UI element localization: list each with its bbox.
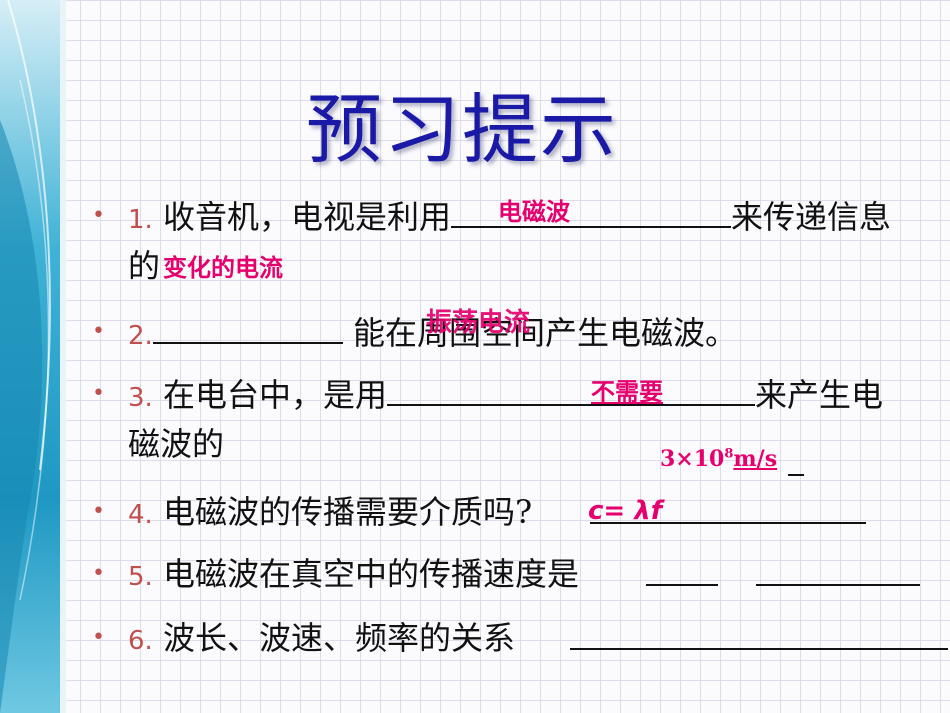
item-text: 来产生电 (755, 376, 884, 414)
answer-4: 3×108m/s (660, 446, 777, 472)
answer-blank (570, 648, 948, 650)
bullet: • (92, 203, 105, 228)
answer-3: 不需要 (591, 378, 663, 406)
bullet: • (92, 319, 105, 344)
answer-1: 电磁波 (498, 198, 570, 226)
item-number: 5. (128, 562, 153, 592)
item-number: 2. (128, 321, 153, 351)
item-text: 电磁波在真空中的传播速度是 (152, 555, 579, 593)
item-text: 电磁波的传播需要介质吗? (152, 493, 533, 531)
item-number: 4. (128, 500, 153, 530)
answer-blank (451, 196, 731, 228)
answer-1b: 变化的电流 (163, 254, 283, 282)
item-5: 5. 电磁波在真空中的传播速度是 (128, 554, 579, 597)
item-number: 1. (128, 205, 153, 235)
item-text: 在电台中，是用 (152, 376, 387, 414)
answer-blank (756, 584, 920, 586)
speed-exponent: 8 (724, 446, 734, 462)
item-text: 收音机，电视是利用 (152, 198, 451, 236)
item-2: 2. 能在周围空间产生电磁波。 (128, 312, 737, 356)
bullet: • (92, 381, 105, 406)
answer-blank (387, 374, 755, 406)
answer-blank (646, 584, 718, 586)
answer-blank (152, 312, 343, 344)
item-6: 6. 波长、波速、频率的关系 (128, 618, 515, 661)
bullet: • (92, 561, 105, 586)
bullet: • (92, 499, 105, 524)
item-number: 6. (128, 626, 153, 656)
item-3-continued: 磁波的 (128, 424, 224, 464)
item-4: 4. 电磁波的传播需要介质吗? (128, 492, 532, 535)
answer-5: c= λf (588, 496, 663, 526)
answer-blank (590, 522, 866, 524)
item-text: 的 (128, 247, 161, 285)
item-text: 波长、波速、频率的关系 (152, 619, 515, 657)
item-1-continued: 的 (128, 246, 160, 286)
item-text: 来传递信息 (731, 198, 892, 236)
item-text: 磁波的 (128, 425, 225, 463)
slide-title: 预习提示 (306, 85, 618, 174)
item-1: 1. 收音机，电视是利用 来传递信息 (128, 196, 891, 240)
bullet: • (92, 625, 105, 650)
answer-2: 振荡电流 (426, 308, 531, 338)
sidebar-decoration (0, 0, 66, 713)
item-text: 能在周围空间产生电磁波。 (342, 314, 737, 352)
speed-unit: m/s (733, 446, 778, 472)
speed-base: 3×10 (660, 446, 725, 472)
item-3: 3. 在电台中，是用 来产生电 (128, 374, 883, 418)
answer-4-underline (788, 474, 804, 476)
item-number: 3. (128, 383, 153, 413)
